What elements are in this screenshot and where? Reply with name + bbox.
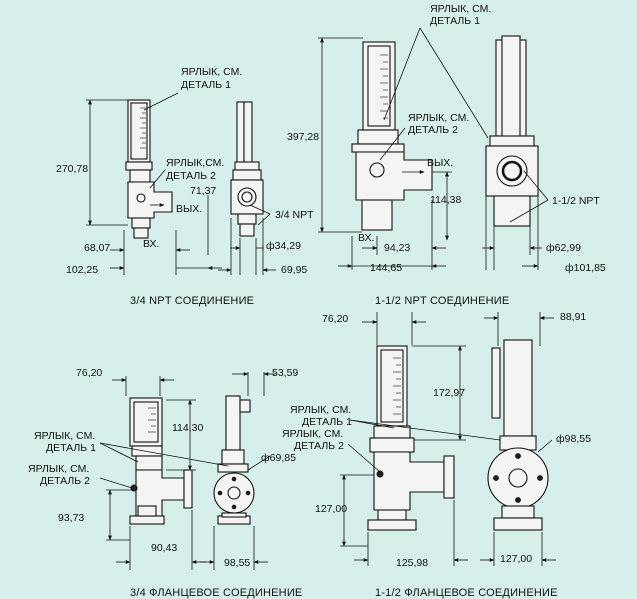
bl-tag-detail1-line1: ЯРЛЫК, СМ. (34, 430, 95, 442)
bl-width-dim: 90,43 (151, 542, 177, 554)
br-width-dim: 125,98 (396, 557, 428, 569)
tr-tag-detail1-line1: ЯРЛЫК, СМ. (430, 3, 491, 15)
bl-top-width-dim: 76,20 (76, 367, 102, 379)
view-112-flange-front (367, 345, 455, 531)
tr-tag-detail2-line1: ЯРЛЫК, СМ. (408, 112, 469, 124)
br-tag-detail2-line2: ДЕТАЛЬ 2 (294, 440, 344, 452)
br-tag-detail1-line1: ЯРЛЫК, СМ. (290, 404, 351, 416)
tl-outlet-offset-dim: 71,37 (190, 185, 216, 197)
tl-tag-detail2-line1: ЯРЛЫК,СМ. (166, 157, 224, 169)
view-112-flange-side (487, 339, 549, 531)
view-34-npt-side (230, 101, 264, 237)
br-side-width-dim: 127,00 (500, 553, 532, 565)
br-tag-detail2-line1: ЯРЛЫК, СМ. (282, 428, 343, 440)
view-112-npt-front (351, 41, 433, 231)
tr-tag-detail1-line2: ДЕТАЛЬ 1 (430, 15, 480, 27)
tr-inlet-offset-dim: 94,23 (384, 242, 410, 254)
tl-side-width-dim: 69,95 (281, 264, 307, 276)
caption-34-flange: 3/4 ФЛАНЦЕВОЕ СОЕДИНЕНИЕ (130, 587, 302, 599)
tl-width-dim: 102,25 (66, 264, 98, 276)
view-34-flange-front (129, 397, 193, 525)
br-flange-height-dim: 127,00 (315, 503, 347, 515)
caption-112-flange: 1-1/2 ФЛАНЦЕВОЕ СОЕДИНЕНИЕ (375, 587, 558, 599)
bl-side-top-dim: 53,59 (272, 367, 298, 379)
bl-side-width-dim: 98,55 (224, 557, 250, 569)
tl-inlet-label: ВХ. (143, 238, 159, 250)
tr-width-dim: 144,65 (370, 262, 402, 274)
bl-tag-detail2-line2: ДЕТАЛЬ 2 (40, 475, 90, 487)
bl-tag-detail1-line2: ДЕТАЛЬ 1 (46, 442, 96, 454)
view-34-npt-front (125, 99, 173, 239)
view-112-npt-side (485, 35, 539, 227)
tl-tag-detail1-line2: ДЕТАЛЬ 1 (181, 79, 231, 91)
tl-npt-label: 3/4 NPT (275, 209, 314, 221)
tr-npt-label: 1-1/2 NPT (552, 195, 600, 207)
view-34-flange-side (213, 395, 255, 525)
tr-height-dim: 397,28 (287, 131, 319, 143)
tr-inlet-label: ВХ. (358, 232, 374, 244)
tr-outlet-height-dim: 114,38 (430, 194, 461, 206)
tr-side-dia-dim: ф62,99 (546, 242, 581, 254)
tl-inlet-offset-dim: 68,07 (84, 242, 110, 254)
tl-outlet-label: ВЫХ. (176, 203, 202, 215)
tr-tag-detail2-line2: ДЕТАЛЬ 2 (408, 124, 458, 136)
bl-height-dim: 114,30 (172, 422, 203, 434)
bl-flange-dia-dim: ф69,85 (261, 452, 296, 464)
tl-tag-detail1-line1: ЯРЛЫК, СМ. (181, 66, 242, 78)
tl-tag-detail2-line2: ДЕТАЛЬ 2 (166, 170, 216, 182)
br-side-top-dim: 88,91 (560, 311, 586, 323)
br-tag-detail1-line2: ДЕТАЛЬ 1 (302, 416, 352, 428)
tr-side-width-dim: ф101,85 (565, 262, 606, 274)
caption-112-npt: 1-1/2 NPT СОЕДИНЕНИЕ (375, 295, 509, 307)
br-flange-dia-dim: ф98,55 (556, 433, 591, 445)
caption-34-npt: 3/4 NPT СОЕДИНЕНИЕ (130, 295, 254, 307)
tl-height-dim: 270,78 (56, 163, 88, 175)
br-top-width-dim: 76,20 (322, 313, 348, 325)
bl-flange-height-dim: 93,73 (58, 512, 84, 524)
br-height-dim: 172,97 (433, 387, 465, 399)
tl-side-dia-dim: ф34,29 (266, 240, 301, 252)
bl-tag-detail2-line1: ЯРЛЫК, СМ. (28, 463, 89, 475)
tr-outlet-label: ВЫХ. (427, 157, 453, 169)
